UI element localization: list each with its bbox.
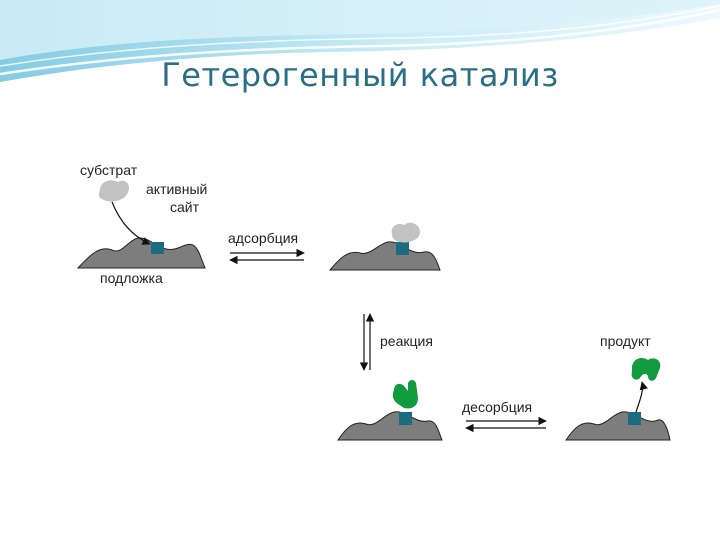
active-site-4 <box>628 412 641 425</box>
reaction-arrows <box>359 313 375 371</box>
active-site-2 <box>396 242 409 255</box>
label-desorption: десорбция <box>462 399 533 415</box>
substrate-blob-1 <box>98 180 130 202</box>
label-support: подложка <box>100 270 163 286</box>
substrate-blob-2 <box>391 222 420 243</box>
support-surface-2 <box>328 241 441 271</box>
label-substrate: субстрат <box>80 162 138 178</box>
support-surface-3 <box>337 411 443 441</box>
active-site-1 <box>151 242 164 254</box>
label-reaction: реакция <box>380 333 433 349</box>
label-product: продукт <box>600 333 651 349</box>
product-free <box>631 358 661 381</box>
header-wave <box>0 0 720 82</box>
label-active-site-line2: сайт <box>170 199 200 215</box>
leave-arrow <box>635 381 648 413</box>
active-site-3 <box>399 412 412 425</box>
adsorption-arrows <box>229 248 305 265</box>
support-surface-1 <box>76 237 206 269</box>
support-surface-4 <box>565 411 671 441</box>
approach-arrow <box>111 201 151 245</box>
product-bound <box>392 380 418 409</box>
label-adsorption: адсорбция <box>228 230 299 246</box>
desorption-arrows <box>465 416 547 433</box>
label-active-site-line1: активный <box>146 181 208 197</box>
slide-title: Гетерогенный катализ <box>161 56 559 94</box>
